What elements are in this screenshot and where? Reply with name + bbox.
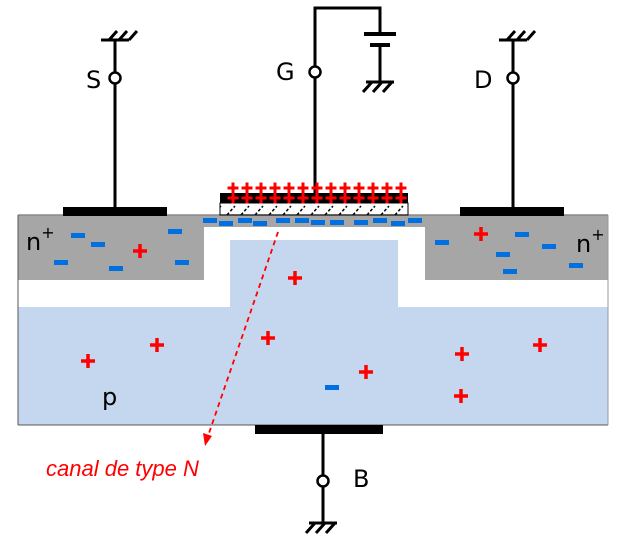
hole-charge (381, 182, 393, 194)
p-substrate-pillar (230, 240, 398, 310)
bulk-ground-icon (304, 521, 337, 535)
gate-wire (313, 6, 382, 193)
electron-charge (91, 242, 105, 247)
electron-charge (408, 218, 422, 223)
gate-oxide (219, 202, 409, 216)
source-ground-icon (101, 30, 139, 42)
hole-charge (261, 331, 275, 345)
arrow-head (203, 433, 212, 446)
hole-charge (297, 182, 309, 194)
electron-charge (238, 218, 252, 223)
drain-terminal[interactable] (506, 71, 520, 85)
gate-label: G (276, 58, 295, 86)
electron-charge (253, 221, 267, 226)
electron-charge (569, 263, 583, 268)
hole-charge (288, 271, 302, 285)
gate-terminal[interactable] (308, 65, 322, 79)
hole-charge (359, 365, 373, 379)
electron-charge (276, 218, 290, 223)
hole-charge (255, 182, 267, 194)
drain-ground-icon (499, 30, 537, 42)
channel-annotation: canal de type N (46, 456, 199, 481)
hole-charge (533, 338, 547, 352)
hole-charge (339, 182, 351, 194)
drain-contact (460, 207, 564, 216)
hole-charge (395, 182, 407, 194)
electron-charge (391, 221, 405, 226)
electron-charge (330, 220, 344, 225)
hole-charge (325, 192, 337, 204)
hole-charge (133, 244, 147, 258)
electron-charge (325, 385, 339, 390)
hole-charge (81, 354, 95, 368)
source-contact (63, 207, 167, 216)
gate-ground-icon (361, 80, 394, 94)
hole-charge (395, 192, 407, 204)
p-substrate (18, 307, 608, 425)
hole-charge (227, 182, 239, 194)
hole-charge (227, 192, 239, 204)
electron-charge (109, 266, 123, 271)
electron-charge (496, 252, 510, 257)
hole-charge (455, 347, 469, 361)
electron-charge (542, 244, 556, 249)
hole-charge (367, 192, 379, 204)
electron-charge (515, 232, 529, 237)
hole-charge (454, 389, 468, 403)
hole-charge (269, 192, 281, 204)
electron-charge (175, 260, 189, 265)
hole-charge (353, 192, 365, 204)
electron-charge (435, 240, 449, 245)
p-substrate-label: p (102, 383, 117, 411)
hole-charge (241, 192, 253, 204)
hole-charge (311, 192, 323, 204)
n-plus-left-label: n+ (26, 223, 55, 256)
electron-charge (219, 221, 233, 226)
hole-charge (474, 227, 488, 241)
hole-charge (339, 192, 351, 204)
hole-charge (150, 338, 164, 352)
source-terminal[interactable] (108, 71, 122, 85)
hole-charge (283, 192, 295, 204)
hole-charge (325, 182, 337, 194)
hole-charge (353, 182, 365, 194)
drain-label: D (474, 66, 492, 94)
battery-icon (364, 32, 396, 47)
hole-charge (311, 182, 323, 194)
bulk-terminal[interactable] (316, 474, 330, 488)
electron-charge (71, 233, 85, 238)
hole-charge (283, 182, 295, 194)
electron-charge (311, 220, 325, 225)
hole-charge (367, 182, 379, 194)
n-plus-right-label: n+ (576, 225, 605, 258)
electron-charge (295, 218, 309, 223)
hole-charge (297, 192, 309, 204)
hole-charge (269, 182, 281, 194)
hole-charge (241, 182, 253, 194)
electron-charge (354, 220, 368, 225)
hole-charge (255, 192, 267, 204)
electron-charge (203, 218, 217, 223)
hole-charge (381, 192, 393, 204)
bulk-contact (255, 425, 383, 434)
bulk-label: B (353, 465, 369, 493)
electron-charge (168, 229, 182, 234)
source-label: S (86, 66, 101, 94)
electron-charge (54, 260, 68, 265)
electron-charge (503, 269, 517, 274)
electron-charge (373, 218, 387, 223)
